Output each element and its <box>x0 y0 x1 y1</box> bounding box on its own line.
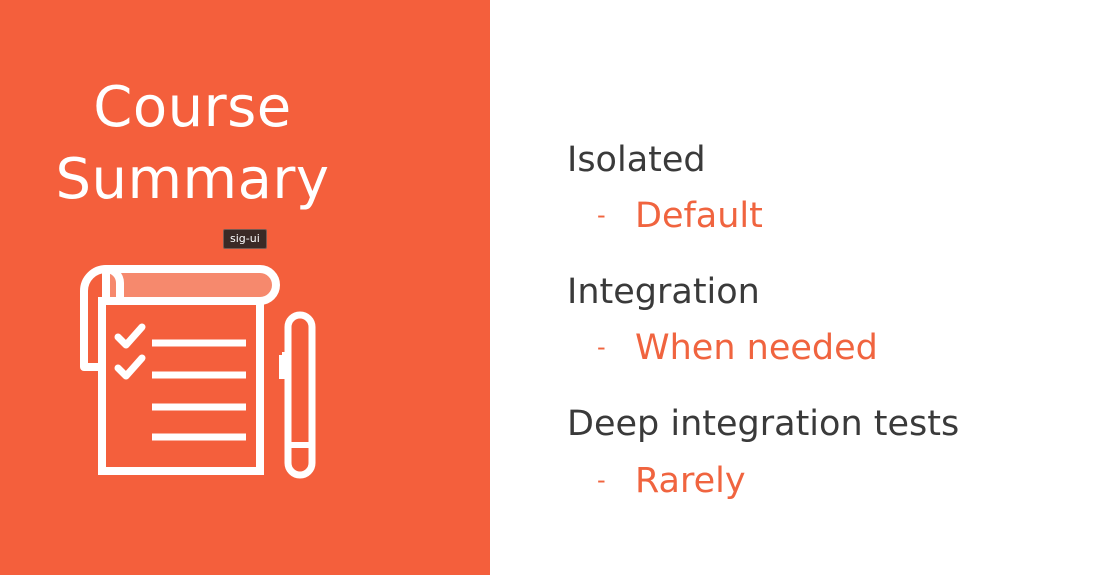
scroll-curl-inner-shape <box>105 265 124 301</box>
slide-title-line-2: Summary <box>55 147 330 212</box>
summary-detail-deep-integration: - Rarely <box>597 458 746 503</box>
paper-shape <box>98 297 264 475</box>
summary-heading-deep-integration: Deep integration tests <box>567 404 960 444</box>
checkmark-icon <box>114 323 146 349</box>
summary-list: Isolated - Default Integration - When need… <box>490 0 1120 575</box>
slide-title: Course Summary <box>0 72 385 216</box>
scroll-roll-shape <box>102 265 280 305</box>
scroll-curl-shape <box>80 265 107 371</box>
tooltip: sig-ui <box>223 229 267 249</box>
bullet-dash: - <box>597 201 606 229</box>
bullet-dash: - <box>597 333 606 361</box>
checklist-with-pen-icon <box>80 265 316 479</box>
summary-detail-text: Rarely <box>635 461 746 501</box>
bullet-dash: - <box>597 466 606 494</box>
summary-detail-integration: - When needed <box>597 325 878 370</box>
pen-icon <box>284 311 316 479</box>
slide-title-line-1: Course <box>93 75 292 140</box>
title-panel: Course Summary sig-ui <box>0 0 490 575</box>
summary-detail-text: Default <box>635 196 763 236</box>
checkmark-icon <box>114 354 146 380</box>
summary-heading-isolated: Isolated <box>567 140 706 180</box>
summary-detail-text: When needed <box>635 328 878 368</box>
summary-heading-integration: Integration <box>567 272 760 312</box>
summary-detail-isolated: - Default <box>597 193 763 238</box>
